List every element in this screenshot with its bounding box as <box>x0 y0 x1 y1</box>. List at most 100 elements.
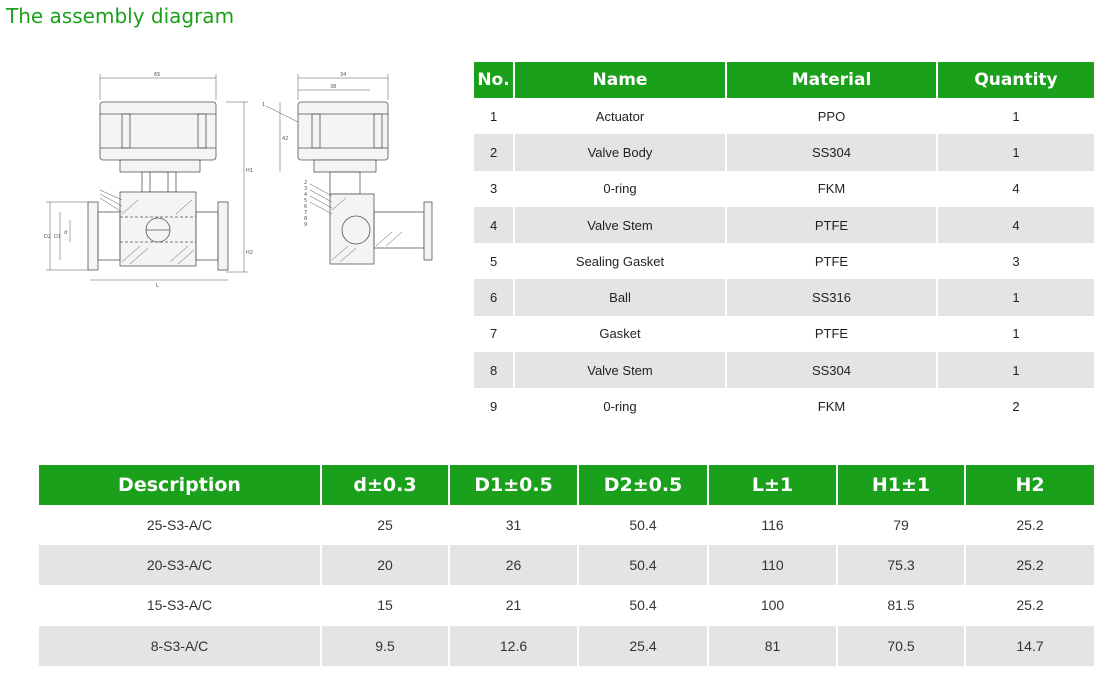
parts-header-no: No. <box>474 62 515 98</box>
cell: Ball <box>514 279 727 316</box>
spec-header-description: Description <box>39 465 322 505</box>
cell: FKM <box>726 388 938 425</box>
cell: 6 <box>474 279 515 316</box>
cell: Actuator <box>514 98 727 135</box>
dim-label: D1 <box>54 234 61 240</box>
dim-label: 65 <box>154 72 160 78</box>
cell: 1 <box>1012 326 1020 342</box>
spec-table: Description d±0.3 D1±0.5 D2±0.5 L±1 H1±1… <box>39 465 1094 666</box>
cell: Valve Stem <box>514 206 727 244</box>
part-number: 9 <box>304 222 307 228</box>
parts-header-row: No. Name Material Quantity <box>474 62 1094 98</box>
cell: 50.4 <box>578 545 709 586</box>
cell: 31 <box>449 505 579 546</box>
part-number: 4 <box>304 192 307 198</box>
spec-header-h1: H1±1 <box>837 465 966 505</box>
cell: 14.7 <box>965 625 1094 666</box>
assembly-drawing: 65 H1 D2 D1 d L H2 34 38 42 1 2 3 4 5 6 … <box>44 72 433 289</box>
cell: 4 <box>1012 181 1020 197</box>
cell: 26 <box>449 545 579 586</box>
cell: 15-S3-A/C <box>39 585 322 626</box>
part-number: 5 <box>304 198 307 204</box>
cell: 25.4 <box>578 625 709 666</box>
cell: 2 <box>474 134 515 171</box>
cell: Valve Body <box>514 134 727 171</box>
cell: PTFE <box>726 243 938 280</box>
cell: 9 <box>474 388 515 425</box>
cell: 116 <box>708 505 838 546</box>
cell: 15 <box>321 585 450 626</box>
cell: 25.2 <box>965 545 1094 586</box>
dim-label: H1 <box>246 168 253 174</box>
cell: 1 <box>937 352 1094 389</box>
cell: 0-ring <box>514 388 727 425</box>
spec-header-d2: D2±0.5 <box>578 465 709 505</box>
part-number: 1 <box>262 102 265 108</box>
cell: 79 <box>837 505 966 546</box>
cell: 4 <box>474 206 515 244</box>
cell: SS316 <box>726 279 938 316</box>
cell: 8 <box>474 352 515 389</box>
spec-header-h2: H2 <box>965 465 1094 505</box>
cell: 20 <box>321 545 450 586</box>
dim-label: H2 <box>246 250 253 256</box>
dim-label: d <box>64 230 67 236</box>
cell: 25 <box>321 505 450 546</box>
cell: 1 <box>937 279 1094 316</box>
dim-label: L <box>156 283 159 289</box>
parts-header-name: Name <box>514 62 727 98</box>
page-title: The assembly diagram <box>6 4 235 28</box>
cell: 5 <box>474 243 515 280</box>
dim-label: 38 <box>330 84 336 90</box>
cell: 20-S3-A/C <box>39 545 322 586</box>
cell: PTFE <box>726 315 938 353</box>
part-number: 2 <box>304 180 307 186</box>
parts-header-material: Material <box>726 62 938 98</box>
cell: 1 <box>937 134 1094 171</box>
cell: 50.4 <box>578 505 709 546</box>
part-number: 6 <box>304 204 307 210</box>
dim-label: 34 <box>340 72 346 78</box>
cell: 50.4 <box>578 585 709 626</box>
cell: PTFE <box>726 206 938 244</box>
part-number: 7 <box>304 210 307 216</box>
part-number: 8 <box>304 216 307 222</box>
cell: 75.3 <box>837 545 966 586</box>
cell: 1 <box>1012 108 1020 124</box>
cell: 81.5 <box>837 585 966 626</box>
cell: 25.2 <box>1016 517 1044 534</box>
cell: 2 <box>1012 399 1020 415</box>
cell: 81 <box>708 625 838 666</box>
cell: 70.5 <box>837 625 966 666</box>
cell: 8-S3-A/C <box>39 625 322 666</box>
cell: PPO <box>726 98 938 135</box>
cell: SS304 <box>726 134 938 171</box>
cell: 25.2 <box>1016 597 1044 614</box>
dim-label: D2 <box>44 234 51 240</box>
cell: Sealing Gasket <box>514 243 727 280</box>
cell: 1 <box>474 98 515 135</box>
cell: Valve Stem <box>514 352 727 389</box>
cell: 0-ring <box>514 170 727 207</box>
cell: 25-S3-A/C <box>39 505 322 546</box>
spec-header-l: L±1 <box>708 465 838 505</box>
part-number: 3 <box>304 186 307 192</box>
spec-header-d: d±0.3 <box>321 465 450 505</box>
cell: 21 <box>449 585 579 626</box>
cell: FKM <box>726 170 938 207</box>
cell: 3 <box>474 170 515 207</box>
cell: 12.6 <box>449 625 579 666</box>
spec-header-row: Description d±0.3 D1±0.5 D2±0.5 L±1 H1±1… <box>39 465 1094 505</box>
